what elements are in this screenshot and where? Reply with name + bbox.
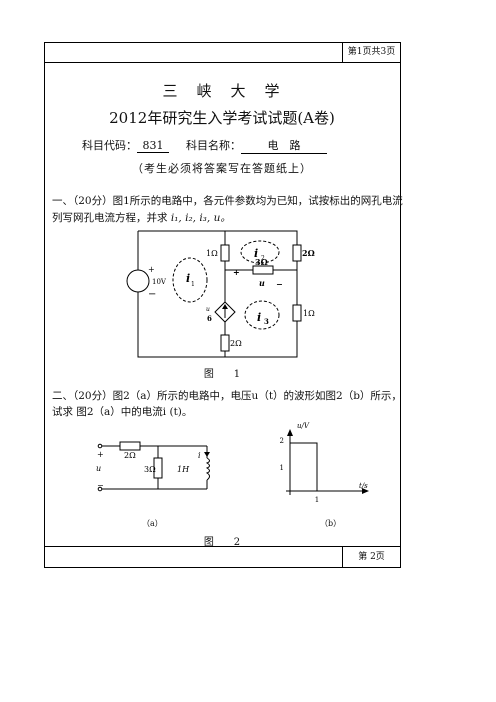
school-name: 三 峡 大 学: [162, 82, 282, 100]
mesh1-loop: [172, 257, 208, 303]
terminal-bottom: [97, 486, 103, 492]
waveform-line: [289, 442, 318, 491]
footer-rule: [44, 546, 400, 547]
figure1-label: 图 1: [203, 369, 241, 380]
sub-label-b: （b）: [320, 519, 342, 528]
source-plus: +: [148, 265, 155, 274]
resistor-1ohm-right: [292, 304, 302, 322]
label-r-top-left: 1Ω: [206, 249, 218, 258]
tick-x1: 1: [315, 496, 319, 504]
exam-title: 2012年研究生入学考试试题(A卷): [109, 109, 335, 127]
label-plus-a: +: [97, 450, 104, 459]
voltage-source: [126, 269, 150, 293]
tick-y1: 1: [280, 464, 284, 472]
label-r2: 3Ω: [144, 465, 156, 474]
label-minus: −: [276, 279, 283, 289]
page-number-top: 第1页共3页: [342, 42, 400, 62]
label-plus: +: [233, 267, 240, 277]
subject-line: 科目代码：831 科目名称：电 路: [82, 137, 327, 154]
top-rule: [44, 42, 400, 43]
ccs-num: u: [206, 306, 210, 313]
q1-line2: 列写网孔电流方程，并求 i₁, i₂, i₃, u。: [52, 210, 231, 225]
x-axis-arrow: [362, 488, 369, 494]
resistor-2ohm: [292, 244, 302, 262]
y-axis-arrow: [287, 429, 293, 436]
q2-line1: 二、（20分）图2（a）所示的电路中，电压u（t）的波形如图2（b）所示，: [52, 390, 402, 402]
source-value: 10V: [152, 278, 167, 286]
code-value: 831: [137, 139, 169, 153]
label-minus-a: −: [97, 481, 104, 490]
mesh3-loop: [244, 300, 280, 330]
label-r-right-top: 2Ω: [302, 248, 315, 258]
resistor-3ohm-a: [153, 457, 163, 479]
q1-vars: i₁, i₂, i₃, u。: [170, 212, 231, 224]
mesh1-sub: 1: [191, 281, 195, 288]
label-r-mid: 3Ω: [255, 257, 268, 267]
mesh3-sub: 3: [264, 317, 269, 326]
label-r-bottom: 2Ω: [230, 339, 242, 348]
answer-notice: （考生必须将答案写在答题纸上）: [132, 162, 312, 175]
source-minus: −: [148, 289, 156, 300]
label-u: u: [259, 278, 265, 288]
terminal-top: [97, 443, 103, 449]
y-axis-label: u/V: [297, 422, 310, 430]
sub-label-a: （a）: [142, 519, 163, 528]
mesh2-label: i: [254, 247, 258, 260]
q1-line1: 一、（20分）图1所示的电路中，各元件参数均为已知，试按标出的网孔电流: [52, 195, 403, 207]
x-axis-label: t/s: [359, 482, 368, 490]
label-i: i: [198, 451, 201, 460]
q1-line2-text: 列写网孔电流方程，并求: [52, 212, 168, 224]
label-l: 1H: [177, 465, 190, 474]
resistor-2ohm-a: [119, 441, 141, 451]
figure2-label: 图 2: [203, 537, 241, 548]
page-number-bottom: 第 2页: [342, 547, 400, 567]
ccs-den: 6: [207, 314, 212, 323]
mesh1-label: i: [186, 272, 190, 285]
resistor-1ohm-top: [220, 244, 230, 262]
mesh3-label: i: [257, 311, 261, 324]
code-label: 科目代码：: [82, 139, 137, 152]
resistor-3ohm: [252, 265, 274, 275]
name-label: 科目名称：: [186, 139, 241, 152]
page-frame: [44, 42, 401, 568]
mesh2-sub: 2: [261, 255, 265, 262]
bottom-rule: [44, 567, 400, 568]
q2-line2: 试求 图2（a）中的电流i (t)。: [52, 406, 193, 418]
name-value: 电 路: [241, 137, 327, 154]
label-r-right-bottom: 1Ω: [303, 309, 315, 318]
tick-y2: 2: [280, 437, 284, 445]
resistor-2ohm-bottom: [220, 334, 230, 352]
label-u-a: u: [96, 464, 101, 473]
mesh2-loop: [240, 240, 280, 264]
label-r1: 2Ω: [124, 451, 136, 460]
header-rule: [44, 62, 400, 63]
current-arrow: [204, 452, 210, 457]
